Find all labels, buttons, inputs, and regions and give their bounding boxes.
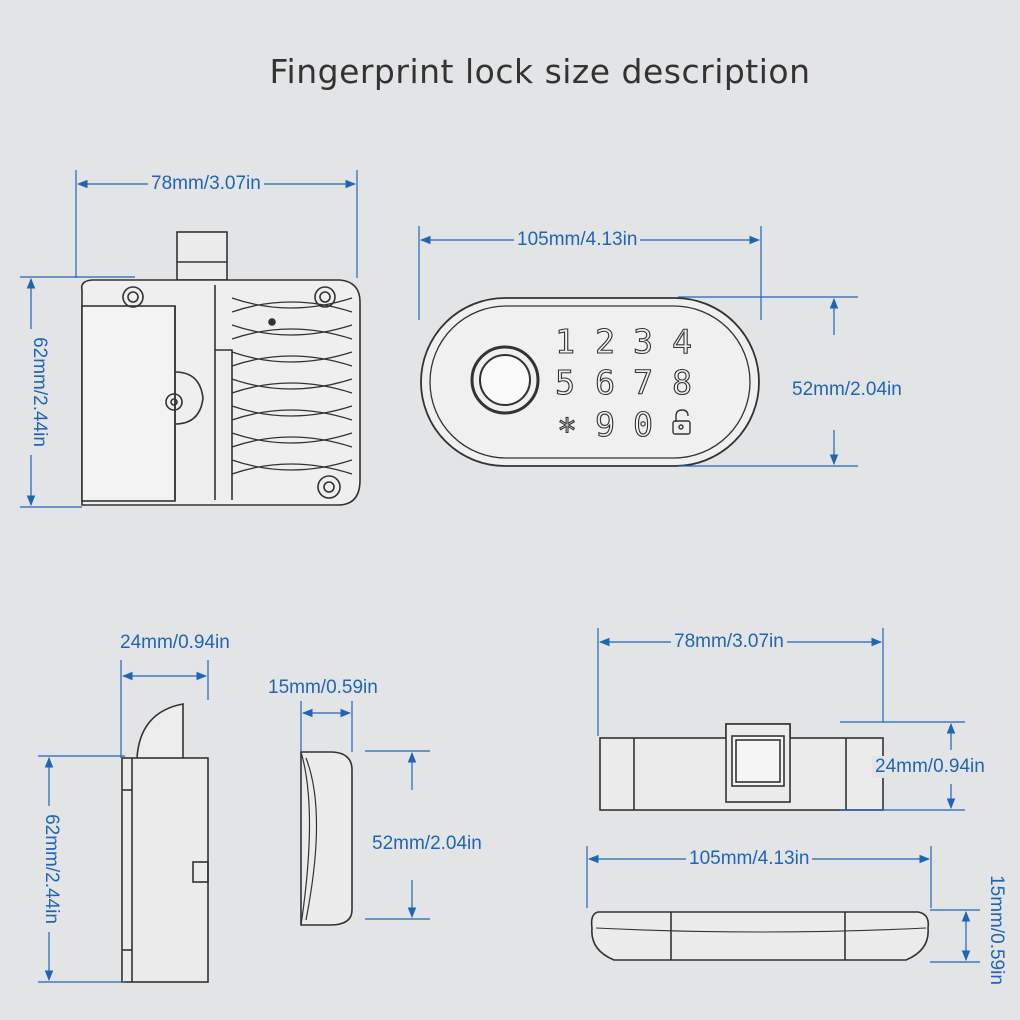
- key-3: 3: [633, 322, 653, 361]
- side-view-drawing: [121, 703, 209, 983]
- front-panel-drawing: [420, 297, 760, 467]
- panel-bottom-drawing: [590, 911, 930, 961]
- body-bottom-drawing: [599, 723, 884, 811]
- key-4: 4: [672, 322, 692, 361]
- side-depth-label: 24mm/0.94in: [117, 632, 233, 654]
- bottom-body-height-label: 24mm/0.94in: [872, 756, 988, 778]
- front-height-label: 52mm/2.04in: [789, 379, 905, 401]
- top-height-label: 62mm/2.44in: [28, 329, 50, 455]
- key-star: *: [557, 411, 577, 450]
- bottom-panel-height-label: 15mm/0.59in: [985, 867, 1007, 993]
- panel-side-dimension-lines: [300, 701, 430, 920]
- unlock-key-icon: [672, 409, 691, 435]
- lock-body-drawing: [80, 231, 361, 506]
- key-6: 6: [595, 363, 615, 402]
- key-1: 1: [555, 322, 575, 361]
- top-width-label: 78mm/3.07in: [148, 173, 264, 195]
- key-5: 5: [555, 363, 575, 402]
- page-title: Fingerprint lock size description: [269, 52, 811, 91]
- side-height-label: 62mm/2.44in: [40, 806, 62, 932]
- panel-depth-label: 15mm/0.59in: [265, 677, 381, 699]
- key-7: 7: [633, 363, 653, 402]
- key-0: 0: [633, 405, 653, 444]
- keypad: 1 2 3 4 5 6 7 8 * 9 0: [555, 321, 693, 450]
- key-9: 9: [595, 405, 615, 444]
- key-2: 2: [595, 322, 615, 361]
- key-8: 8: [672, 363, 692, 402]
- bottom-panel-width-label: 105mm/4.13in: [686, 848, 813, 870]
- panel-height-label: 52mm/2.04in: [369, 833, 485, 855]
- front-width-label: 105mm/4.13in: [514, 229, 641, 251]
- panel-side-drawing: [300, 751, 353, 926]
- bottom-body-width-label: 78mm/3.07in: [671, 631, 787, 653]
